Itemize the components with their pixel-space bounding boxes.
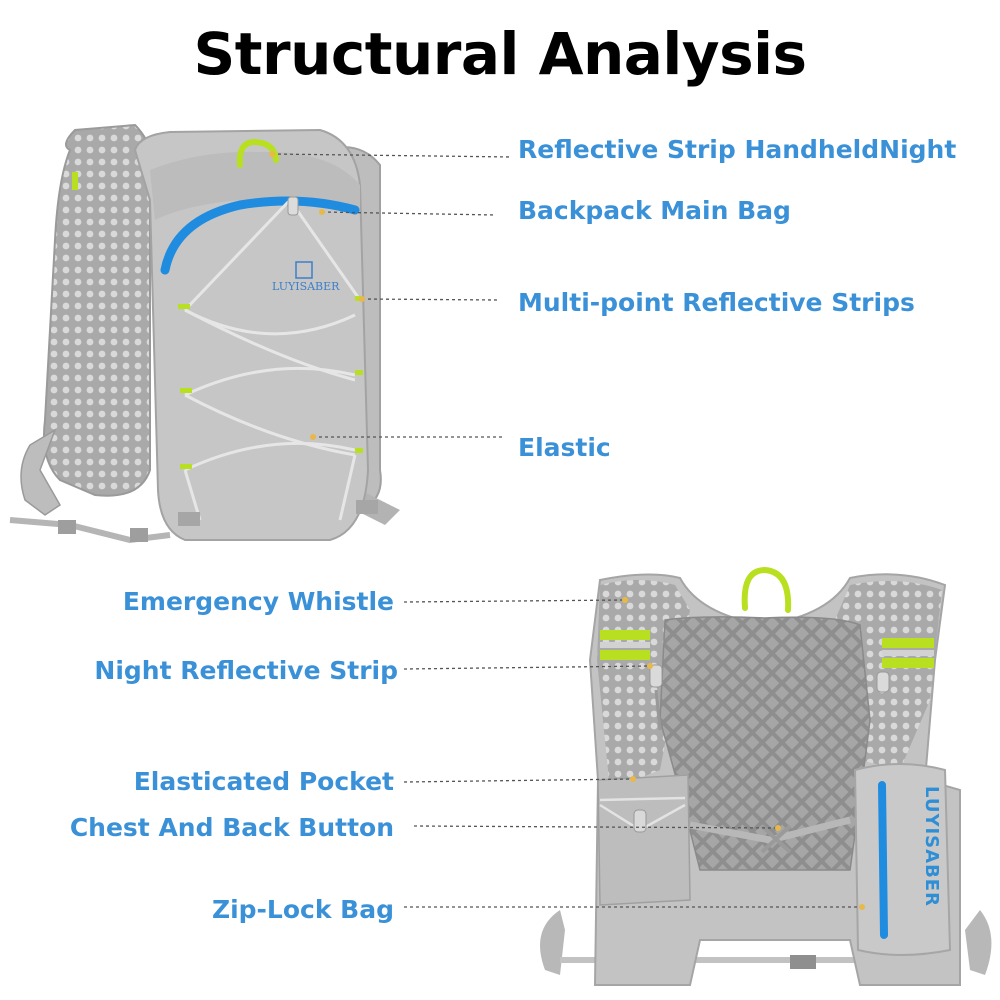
- label-zip-lock-bag: Zip-Lock Bag: [211, 895, 394, 924]
- label-elasticated-pocket: Elasticated Pocket: [133, 767, 394, 796]
- label-emergency-whistle: Emergency Whistle: [122, 587, 394, 616]
- leader-lines: [271, 153, 862, 908]
- page-title: Structural Analysis: [193, 20, 807, 88]
- vest-pocket-brand-text: LUYISABER: [921, 786, 942, 907]
- label-night-reflective-strip: Night Reflective Strip: [94, 656, 398, 685]
- label-backpack-main-bag: Backpack Main Bag: [518, 196, 791, 225]
- front-logo-text: LUYISABER: [272, 280, 340, 293]
- leader-dots: [269, 151, 865, 910]
- vest-back-view: [540, 566, 992, 986]
- vest-reflective-strips: [600, 630, 934, 668]
- label-elastic: Elastic: [518, 433, 611, 462]
- backpack-front-view: [9, 123, 400, 544]
- label-multi-point-reflective: Multi-point Reflective Strips: [518, 288, 915, 317]
- label-reflective-strip-handheld: Reflective Strip HandheldNight: [518, 135, 957, 164]
- label-chest-back-button: Chest And Back Button: [69, 813, 394, 842]
